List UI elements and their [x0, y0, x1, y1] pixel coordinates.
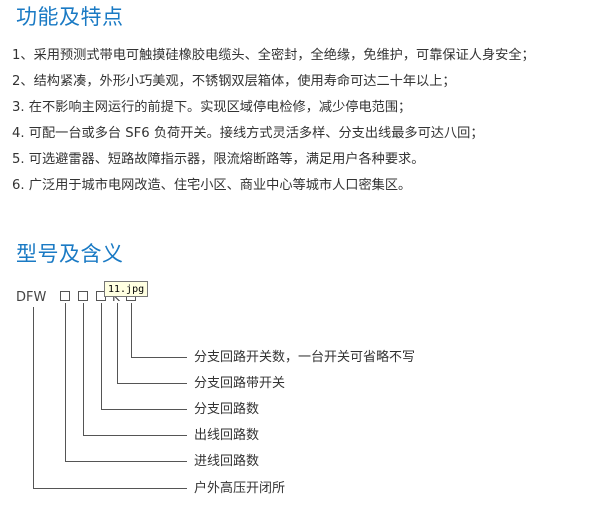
feature-item: 3. 在不影响主网运行的前提下。实现区域停电检修，减少停电范围；: [12, 100, 412, 115]
meaning-label: 分支回路开关数，一台开关可省略不写: [194, 350, 416, 365]
meaning-label: 进线回路数: [194, 454, 260, 469]
meaning-label: 出线回路数: [194, 428, 260, 443]
connector-line: [33, 307, 187, 489]
section-title-features: 功能及特点: [16, 5, 124, 29]
connector-line: [101, 303, 187, 410]
meaning-label: 分支回路数: [194, 402, 260, 417]
model-prefix: DFW: [16, 290, 47, 305]
feature-list: 1、采用预测式带电可触摸硅橡胶电缆头、全密封，全绝缘，免维护，可靠保证人身安全；…: [12, 43, 535, 199]
section-title-model: 型号及含义: [16, 242, 124, 266]
connector-line: [83, 303, 187, 436]
model-box-2: [78, 291, 88, 301]
model-box-1: [60, 291, 70, 301]
connector-line: [65, 303, 187, 462]
meaning-label: 分支回路带开关: [194, 376, 286, 391]
feature-item: 5. 可选避雷器、短路故障指示器，限流熔断路等，满足用户各种要求。: [12, 152, 425, 167]
feature-item: 6. 广泛用于城市电网改造、住宅小区、商业中心等城市人口密集区。: [12, 178, 412, 193]
connector-line: [131, 303, 187, 358]
feature-item: 1、采用预测式带电可触摸硅橡胶电缆头、全密封，全绝缘，免维护，可靠保证人身安全；: [12, 48, 535, 63]
feature-item: 4. 可配一台或多台 SF6 负荷开关。接线方式灵活多样、分支出线最多可达八回；: [12, 126, 484, 141]
filename-tooltip: 11.jpg: [104, 281, 149, 297]
feature-item: 2、结构紧凑，外形小巧美观，不锈钢双层箱体，使用寿命可达二十年以上；: [12, 74, 456, 89]
connector-line: [117, 303, 187, 384]
model-k-char: K: [112, 290, 120, 304]
meaning-label: 户外高压开闭所: [194, 481, 286, 496]
